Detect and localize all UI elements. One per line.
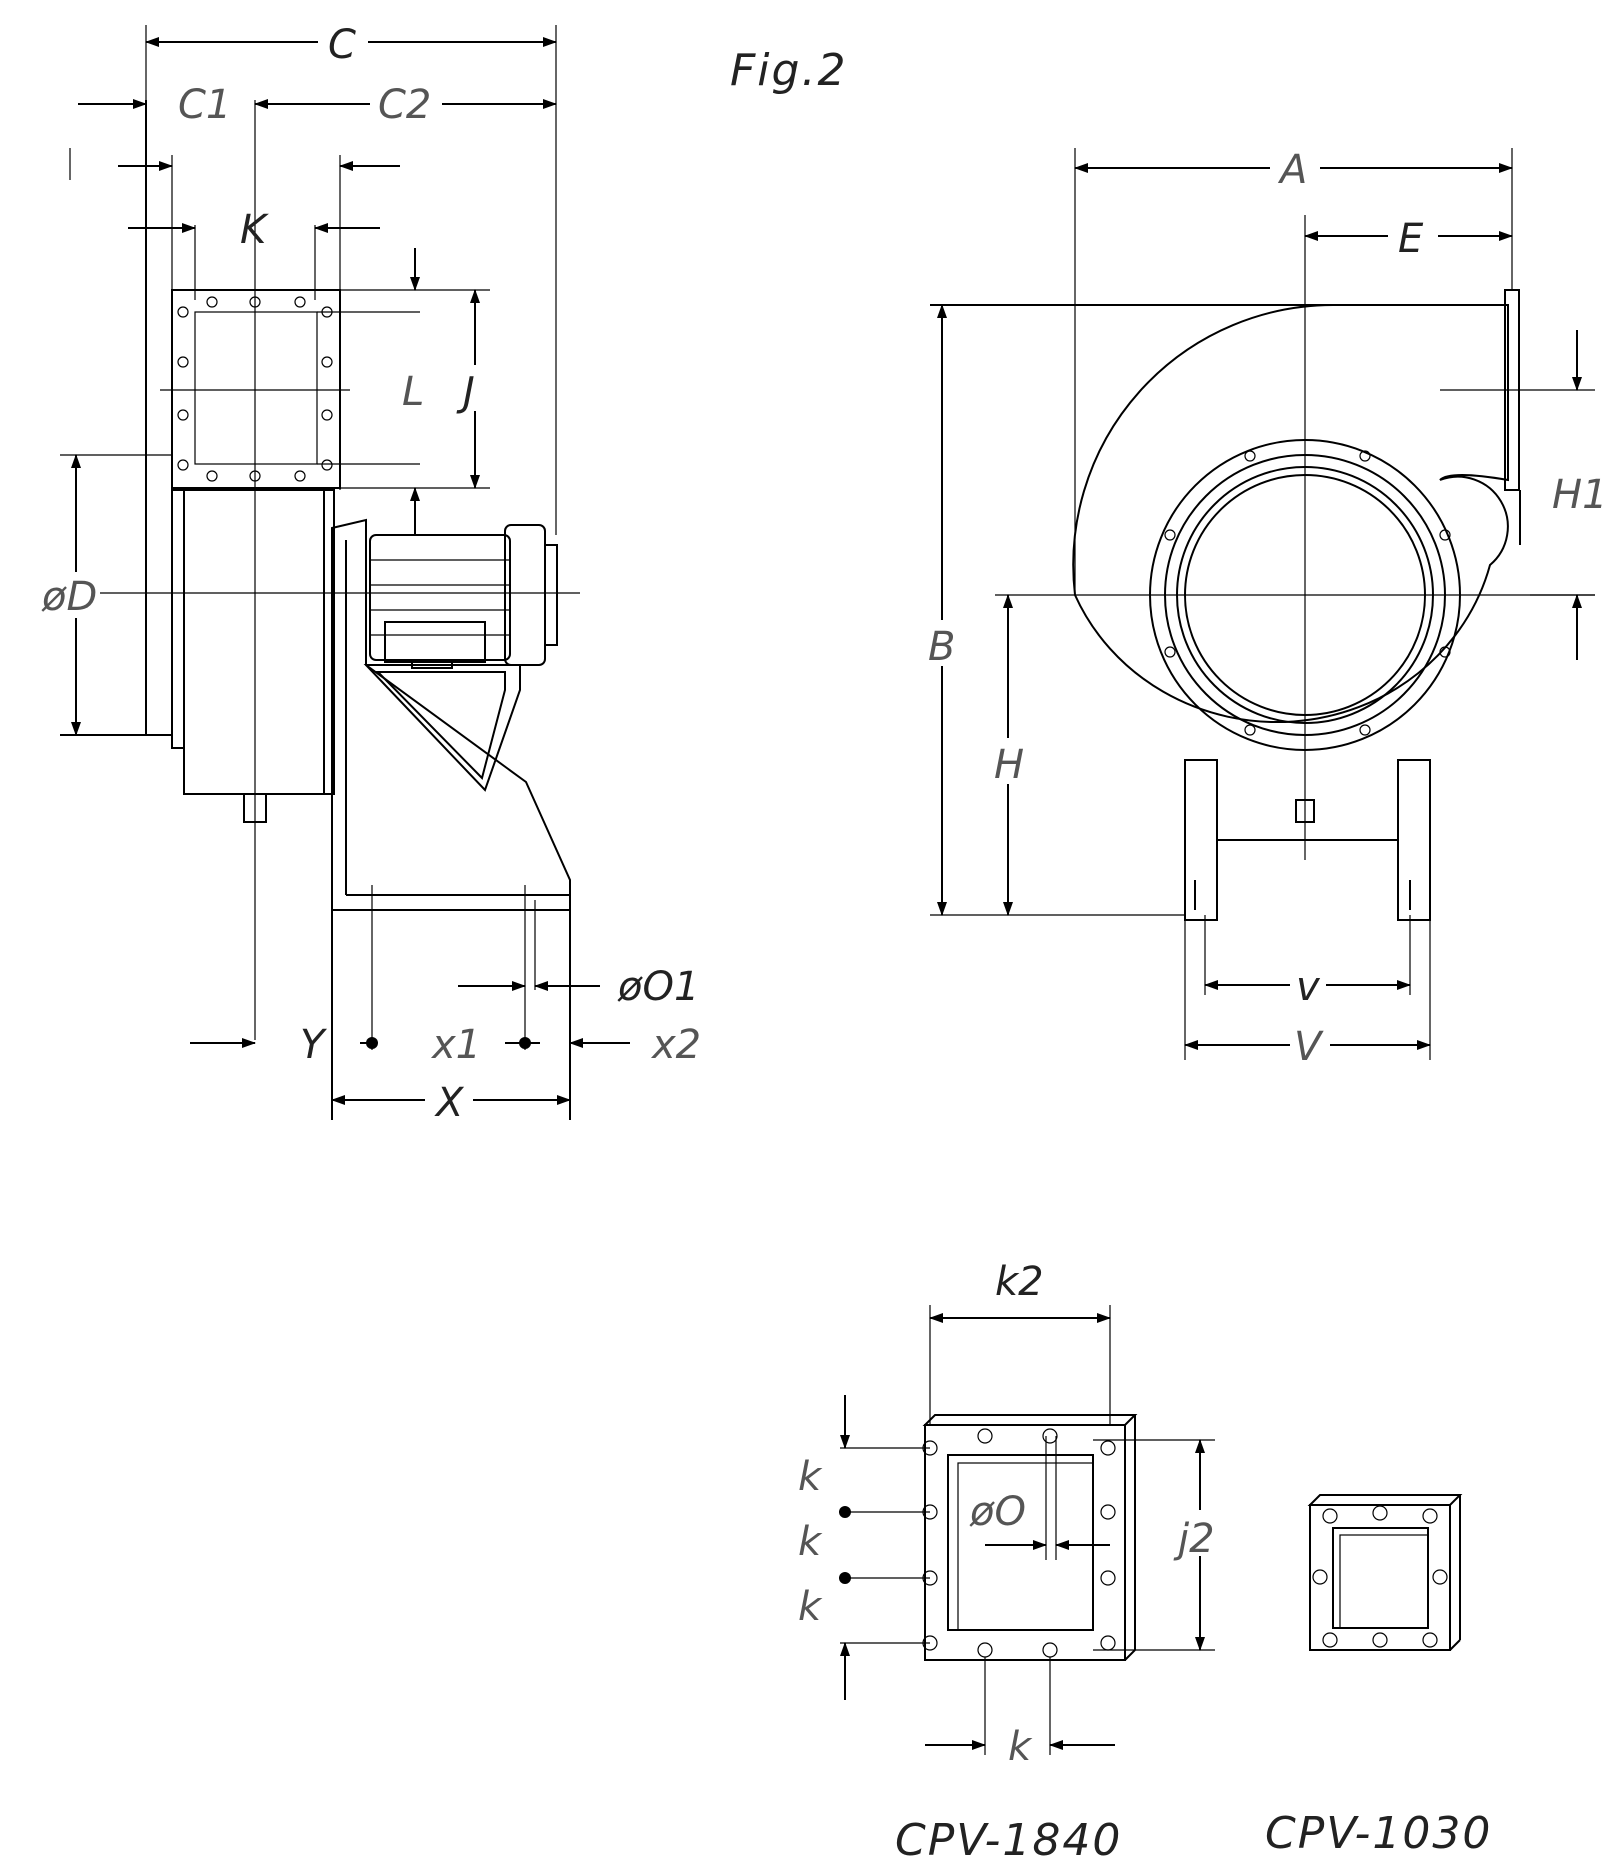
flange-detail-cpv1030: CPV-1030: [1265, 1494, 1492, 1859]
dim-label-k-bottom: k: [1008, 1724, 1033, 1770]
dim-label-A: A: [1277, 147, 1307, 193]
dim-label-C2: C2: [378, 82, 431, 128]
dim-label-H1: H1: [1552, 472, 1608, 518]
dim-label-Y: Y: [300, 1022, 328, 1068]
dim-label-B: B: [928, 624, 955, 670]
dim-label-k-1: k: [798, 1454, 823, 1500]
flange-detail-cpv1840: k2 k k k øO: [798, 1259, 1222, 1866]
front-view: A E H1: [925, 145, 1608, 1070]
flange-bolts: [177, 296, 333, 482]
dim-label-K: K: [240, 207, 269, 253]
dim-label-V: V: [1294, 1024, 1324, 1070]
dim-label-v: v: [1296, 964, 1321, 1010]
dim-label-L: L: [402, 369, 424, 415]
dim-label-x2: x2: [650, 1022, 701, 1068]
dim-label-O: øO: [969, 1489, 1026, 1535]
dim-label-D: øD: [41, 574, 97, 620]
dim-label-H: H: [994, 742, 1024, 788]
dim-label-x1: x1: [430, 1022, 481, 1068]
small-flange-bolts: [1312, 1505, 1448, 1648]
inlet-bolts: [1164, 450, 1451, 736]
side-view: C C1 C2 I K L: [41, 20, 701, 1126]
dim-label-C1: C1: [178, 82, 231, 128]
dim-label-X: X: [434, 1080, 465, 1126]
dim-label-k-2: k: [798, 1519, 823, 1565]
dim-label-C: C: [328, 22, 356, 68]
dim-label-k2: k2: [995, 1259, 1044, 1305]
figure-title: Fig.2: [730, 45, 847, 96]
dim-label-j2: j2: [1173, 1516, 1215, 1562]
dim-label-E: E: [1398, 216, 1424, 262]
caption-cpv1840: CPV-1840: [895, 1815, 1122, 1866]
caption-cpv1030: CPV-1030: [1265, 1808, 1492, 1859]
dim-label-O1: øO1: [617, 964, 699, 1010]
dim-label-k-3: k: [798, 1584, 823, 1630]
